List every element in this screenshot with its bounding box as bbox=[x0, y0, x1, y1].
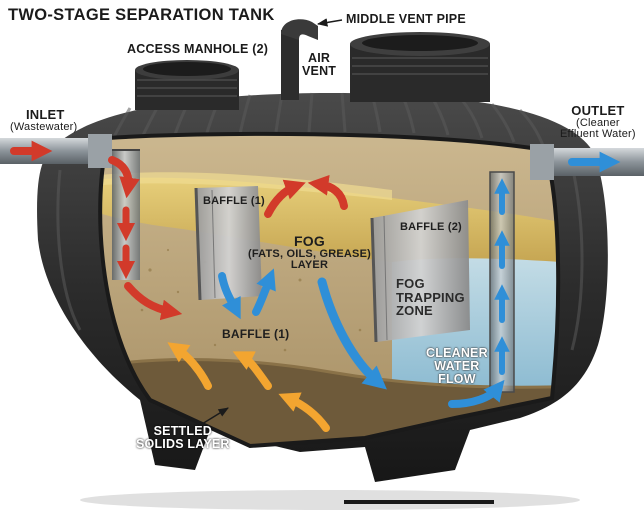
baffle-2-wall bbox=[370, 200, 470, 343]
label-baffle-2: BAFFLE (2) bbox=[400, 221, 462, 233]
outlet-pipe bbox=[530, 144, 644, 180]
leader-lines bbox=[201, 18, 343, 425]
label-settled-solids-layer: SETTLED SOLIDS LAYER bbox=[136, 424, 230, 452]
label-fog-trapping-zone: FOG TRAPPING ZONE bbox=[396, 276, 465, 319]
manhole-left bbox=[135, 60, 239, 110]
label-air-vent: AIR VENT bbox=[302, 51, 337, 79]
blue-arrow-under-baffle-down bbox=[218, 272, 241, 320]
label-baffle-1-bottom: BAFFLE (1) bbox=[222, 327, 290, 341]
red-arrow-up-1 bbox=[264, 179, 306, 218]
blue-arrow-long bbox=[317, 277, 387, 390]
label-baffle-1-top: BAFFLE (1) bbox=[203, 195, 265, 207]
blue-arrow-riser-entry bbox=[448, 379, 505, 408]
red-arrow-tee bbox=[108, 156, 140, 199]
bottom-accent-bar bbox=[344, 500, 494, 504]
cavity-rim bbox=[98, 131, 561, 449]
label-cleaner-water-flow: CLEANER WATER FLOW bbox=[426, 346, 488, 387]
label-access-manhole: ACCESS MANHOLE (2) bbox=[127, 42, 269, 56]
orange-arrow-3 bbox=[278, 392, 330, 432]
label-inlet: INLET (Wastewater) bbox=[10, 107, 78, 133]
label-middle-vent-pipe: MIDDLE VENT PIPE bbox=[346, 12, 466, 26]
orange-arrow-1 bbox=[167, 342, 212, 390]
blue-arrow-under-baffle-up bbox=[252, 268, 276, 316]
baffle-1-wall bbox=[194, 186, 262, 301]
red-arrow-up-2 bbox=[307, 174, 348, 210]
flow-arrows bbox=[10, 140, 621, 432]
ground-shadow bbox=[80, 490, 580, 510]
label-outlet: OUTLET (Cleaner Effluent Water) bbox=[560, 103, 636, 141]
vent-pipe bbox=[281, 19, 318, 100]
orange-arrow-2 bbox=[232, 351, 272, 390]
diagram-title: TWO-STAGE SEPARATION TANK bbox=[8, 6, 275, 24]
label-fog-layer: FOG (FATS, OILS, GREASE) LAYER bbox=[248, 233, 371, 272]
red-arrow-out bbox=[124, 282, 183, 321]
manhole-right bbox=[350, 32, 490, 102]
